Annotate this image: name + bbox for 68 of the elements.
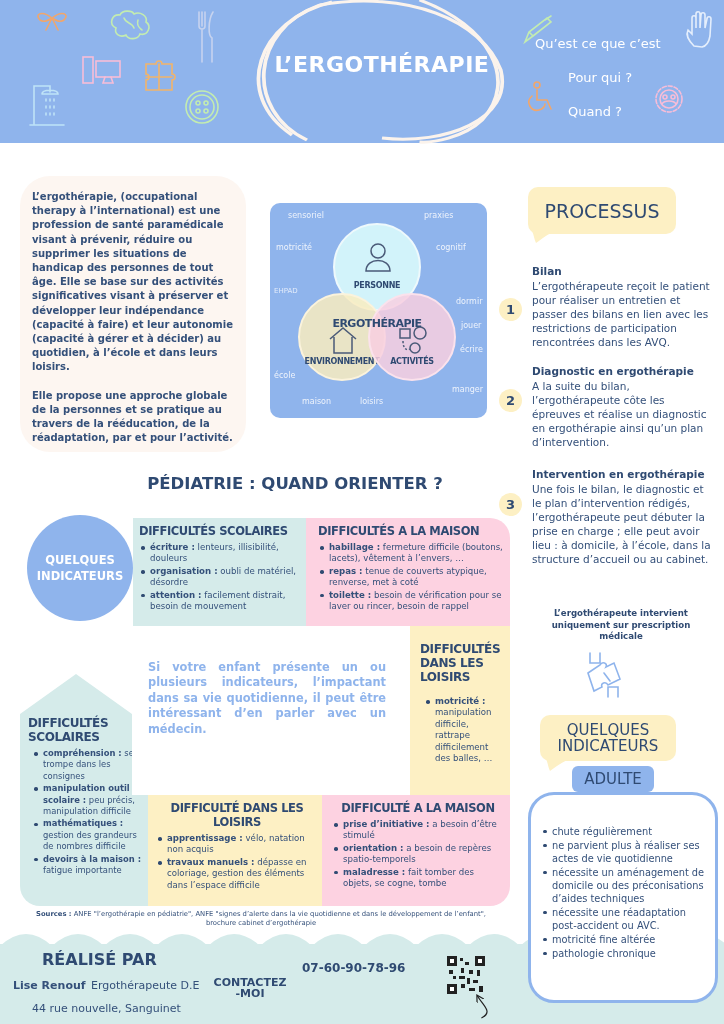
section-heading: DIFFICULTÉS DANS LES LOISIRS <box>420 642 502 684</box>
list-item: chute régulièrement <box>541 825 709 838</box>
list-item: toilette : besoin de vérification pour se laver ou rincer, besoin de rappel <box>318 589 508 613</box>
step-text: Une fois le bilan, le diagnostic et le plan d’intervention rédigés, l’ergothérapeute peut débuter la prise en charge ; elle peut avoir lieu : à domicile, à l’école, dans la structure d’accueil ou au cabinet. <box>532 482 712 566</box>
name-text: Lise Renouf <box>13 979 86 992</box>
phone-number: 07-60-90-78-96 <box>302 961 406 975</box>
word-label: loisirs <box>360 397 384 406</box>
word-label: école <box>274 371 296 380</box>
step-number: 2 <box>499 389 522 412</box>
qr-code <box>447 956 485 994</box>
list-item: pathologie chronique <box>541 947 709 960</box>
message-text: Si votre enfant présente un ou plusieurs indicateurs, l’impactant dans sa vie quotidienne, il peut être intéressant d’en parler avec un médecin. <box>148 660 386 738</box>
step-number: 3 <box>499 493 522 516</box>
arrow <box>476 994 488 1019</box>
category-panel <box>306 518 510 626</box>
list-item: habillage : fermeture difficile (boutons, lacets), vêtement à l’envers, … <box>318 542 508 565</box>
section-heading: DIFFICULTÉ DANS LES LOISIRS <box>169 801 305 829</box>
header-question: Quand ? <box>568 104 622 119</box>
step-heading: Intervention en ergothérapie <box>532 468 706 480</box>
title: L’ERGOTHÉRAPIE <box>273 52 491 77</box>
category-panel <box>148 795 322 906</box>
list-item: nécessite une réadaptation post-accident ou AVC. <box>541 906 709 932</box>
list-item: maladresse : fait tomber des objets, se cogne, tombe <box>332 866 504 890</box>
step-text: L’ergothérapeute reçoit le patient pour réaliser un entretien et passer des bilans en lien avec les restrictions de participation rencontrées dans les AVQ. <box>532 279 711 349</box>
footer-heading: RÉALISÉ PAR <box>42 950 157 969</box>
venn-panel <box>270 203 487 418</box>
bubble-heading: QUELQUES INDICATEURS <box>556 720 660 757</box>
word-label: maison <box>302 397 332 406</box>
address-text: 44 rue nouvelle, Sanguinet <box>32 1002 181 1015</box>
word-label: praxies <box>424 211 454 220</box>
header-question: Qu’est ce que c’est <box>535 36 661 51</box>
word-label: sensoriel <box>288 211 324 220</box>
word-label: jouer <box>461 321 482 330</box>
word-label: motricité <box>276 243 312 252</box>
word-label: écrire <box>460 345 483 354</box>
paragraph: Elle propose une approche globale de la personnes et se pratique au travers de la rééducation, de la réadaptation, par et pour l’activité. <box>32 388 234 446</box>
section-heading: DIFFICULTÉS SCOLAIRES <box>28 716 110 744</box>
list-panel <box>528 792 718 1003</box>
list-item: attention : facilement distrait, besoin de mouvement <box>139 589 302 613</box>
step-number: 1 <box>499 298 522 321</box>
category-panel <box>133 518 306 626</box>
circle-label: ENVIRONNEMENT <box>303 357 381 366</box>
role-text: Ergothérapeute D.E <box>91 979 200 992</box>
contact-heading: CONTACTEZ -MOI <box>213 977 287 999</box>
list-item: motricité : manipulation difficile, rattrape difficilement des balles, … <box>424 696 506 765</box>
list-item: travaux manuels : dépasse en coloriage, gestion des éléments dans l’espace difficile <box>156 856 318 892</box>
word-label: manger <box>452 385 484 394</box>
step-heading: Diagnostic en ergothérapie <box>532 365 695 377</box>
venn-center-label: ERGOTHÉRAPIE <box>328 316 426 332</box>
section-heading: DIFFICULTÉS A LA MAISON <box>318 524 481 538</box>
section-title: PÉDIATRIE : QUAND ORIENTER ? <box>146 474 444 493</box>
step-text: A la suite du bilan, l’ergothérapeute côte les épreuves et réalise un diagnostic en ergothérapie ainsi qu’un plan d’intervention. <box>532 379 708 449</box>
header-question: Pour qui ? <box>568 70 633 85</box>
paragraph: L’ergothérapie, (occupational therapy à l’international) est une profession de santé paramédicale visant à prévenir, réduire ou supprimer les situations de handicap des personnes de tout âge. Elle se base sur des activités significatives visant à préserver et développer leur indépendance (capacité à faire) et leur autonomie (capacité à gérer et à décider) au quotidien, à l’école et dans leurs loisirs. <box>32 190 234 375</box>
section-heading: DIFFICULTÉS SCOLAIRES <box>139 524 289 538</box>
category-panel <box>410 626 510 795</box>
list-item: motricité fine altérée <box>541 933 709 946</box>
list-item: devoirs à la maison : fatigue importante <box>32 853 146 877</box>
category-panel <box>322 795 510 906</box>
word-label: dormir <box>456 297 483 306</box>
circle-label: PERSONNE <box>352 281 402 290</box>
indicator-heading: QUELQUES INDICATEURS <box>35 552 125 585</box>
tab-label: ADULTE <box>572 766 654 792</box>
bubble-heading: PROCESSUS <box>543 198 661 224</box>
note-text: L’ergothérapeute intervient uniquement sur prescription médicale <box>550 608 692 643</box>
step-heading: Bilan <box>532 265 563 277</box>
word-label: cognitif <box>436 243 466 252</box>
section-heading: DIFFICULTÉ A LA MAISON <box>340 801 496 815</box>
